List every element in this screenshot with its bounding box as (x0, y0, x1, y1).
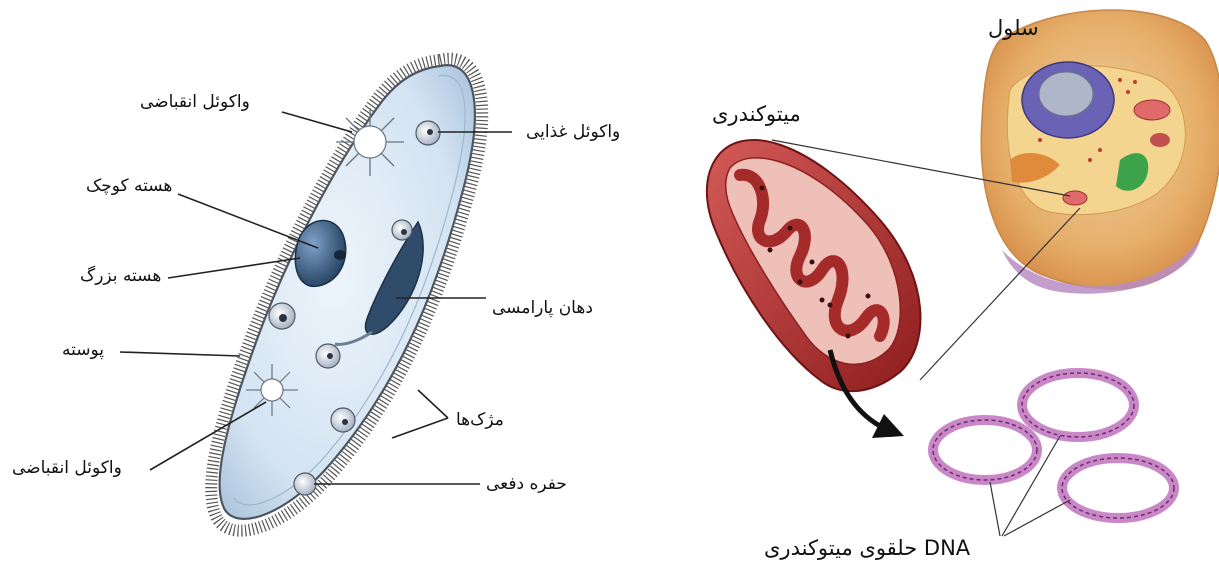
label-cilia: مژک‌ها (456, 410, 504, 430)
mitochondrion-large (707, 140, 921, 438)
contractile-vacuole-top (336, 108, 404, 176)
label-pellicle: پوسته (62, 340, 104, 360)
anal-pore-vacuole (294, 473, 316, 495)
label-circular-dna: DNA حلقوی میتوکندری (764, 536, 970, 560)
label-micronucleus: هسته کوچک (86, 176, 172, 196)
label-mitochondrion: میتوکندری (712, 102, 801, 126)
nucleolus (1039, 72, 1093, 116)
label-anal-pore: حفره دفعی (486, 474, 567, 494)
animal-cell (981, 10, 1219, 294)
label-contractile-vacuole-top: واکوئل انقباضی (140, 92, 250, 112)
label-cell: سلول (988, 16, 1039, 40)
mitochondrion-small (1063, 191, 1087, 205)
label-food-vacuole: واکوئل غذایی (526, 122, 620, 142)
dna-ring (1062, 458, 1174, 518)
micronucleus (334, 250, 346, 260)
label-macronucleus: هسته بزرگ (80, 266, 161, 286)
mitochondrion-small (1150, 133, 1170, 147)
dna-ring (1022, 373, 1134, 437)
mitochondrion-small (1134, 100, 1170, 120)
label-contractile-vacuole-bottom: واکوئل انقباضی (12, 458, 122, 478)
dna-ring (933, 420, 1037, 480)
dna-rings (933, 373, 1174, 518)
paramecium (120, 59, 512, 531)
label-oral-groove: دهان پارامسی (492, 298, 593, 318)
